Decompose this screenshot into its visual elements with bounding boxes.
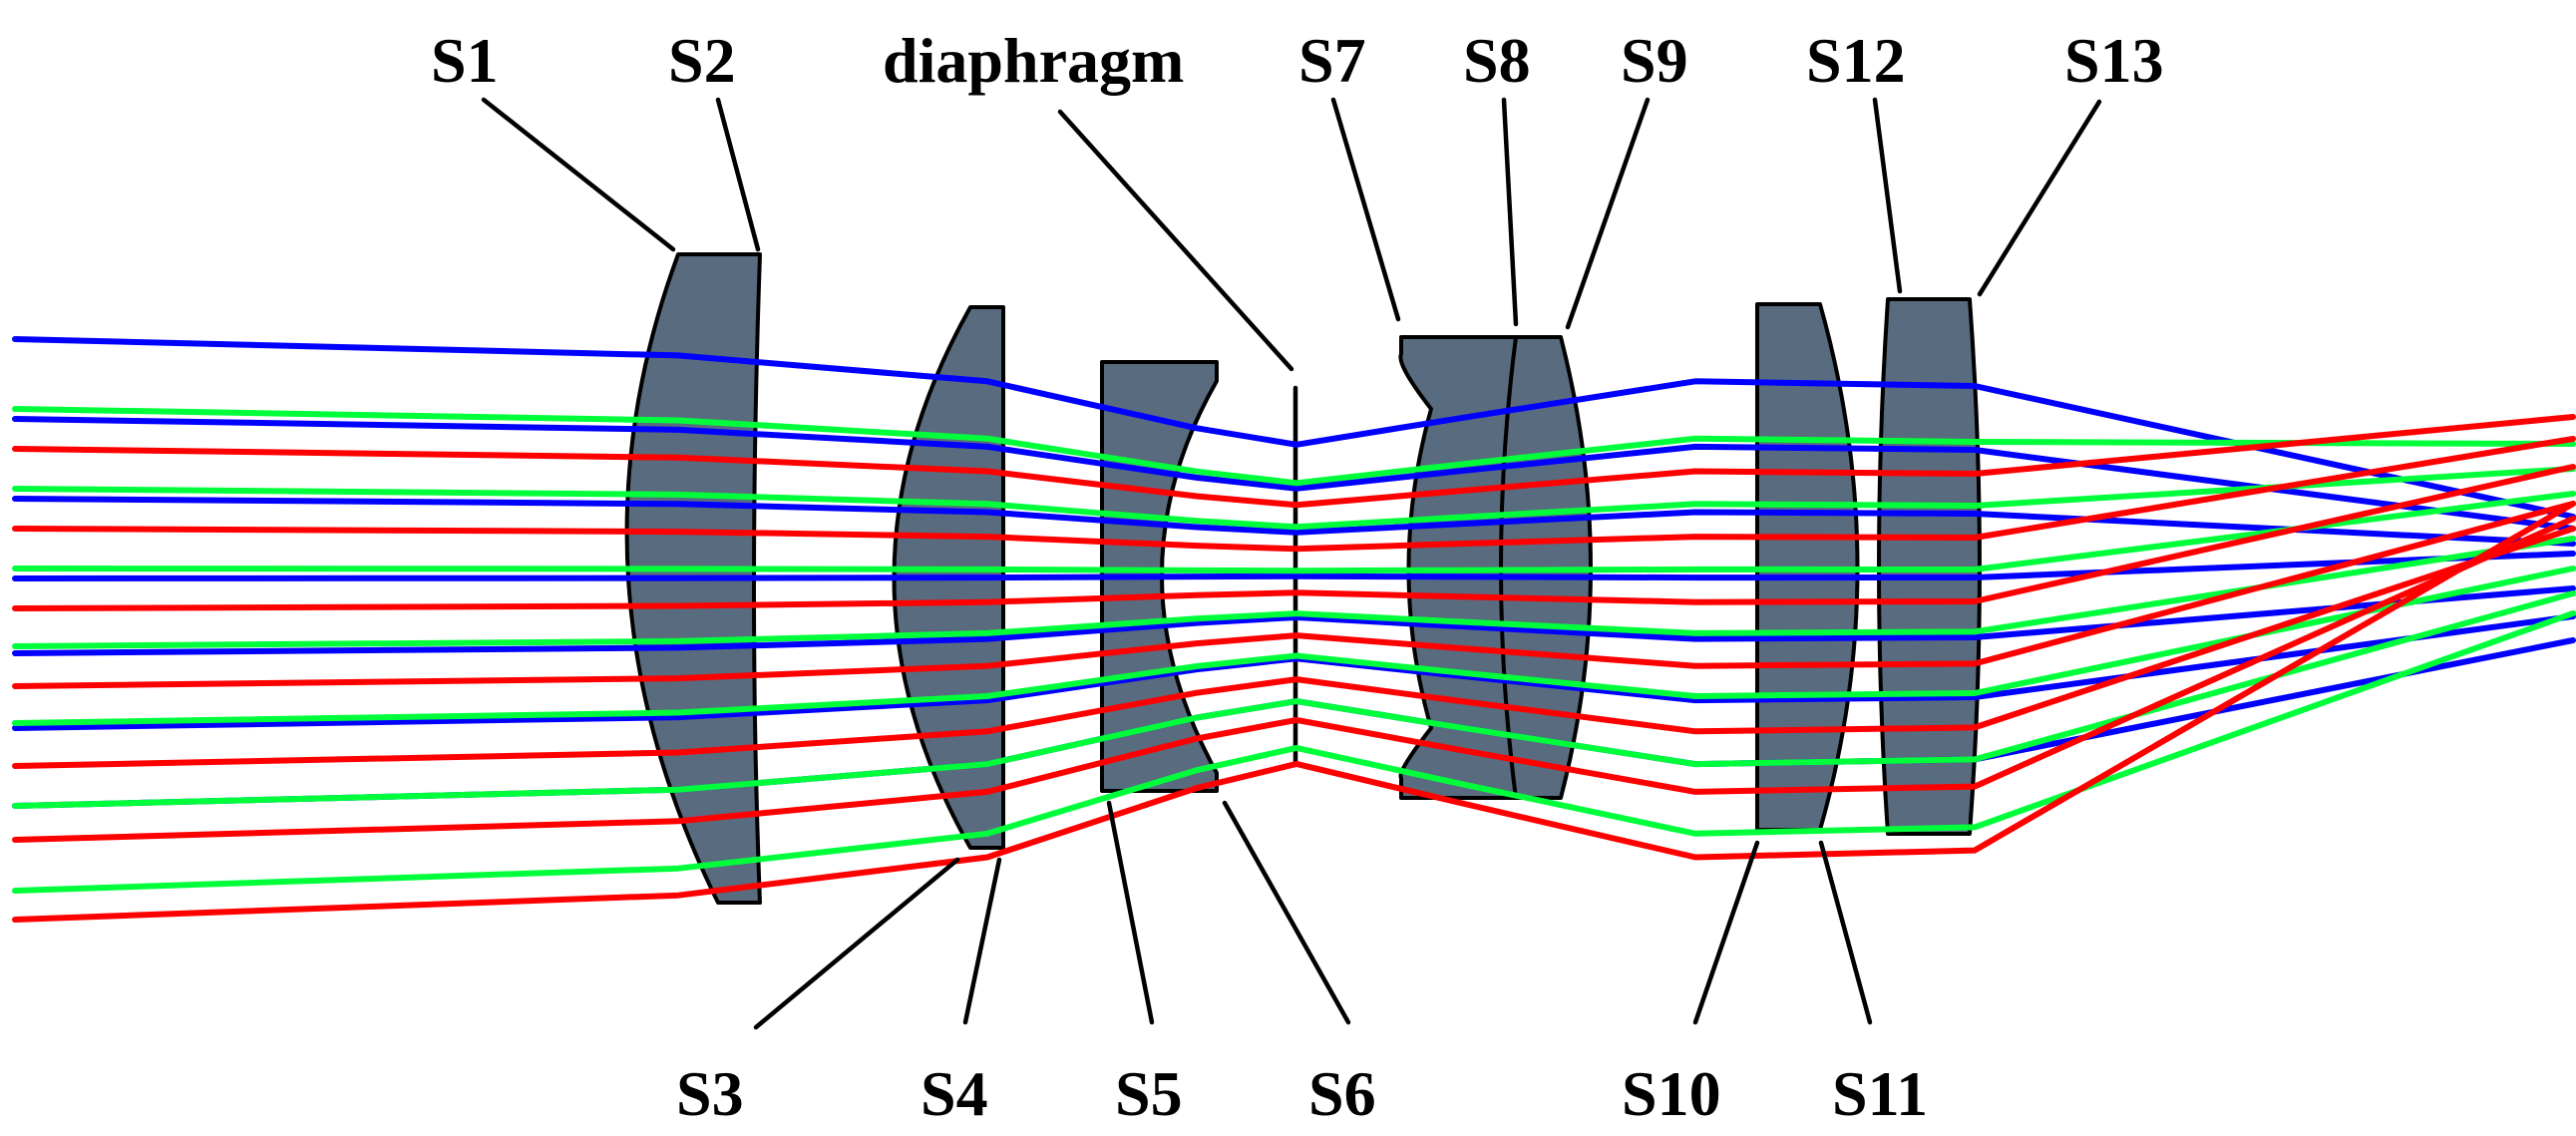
label-s4: S4	[920, 1058, 988, 1129]
ray-red-4	[12, 501, 2576, 689]
leader-s2	[715, 97, 761, 252]
label-s1: S1	[431, 25, 499, 96]
leader-lines	[481, 97, 2102, 1030]
leader-s8	[1501, 97, 1519, 327]
leader-s13	[1977, 99, 2102, 297]
surface-labels: S1 S2 diaphragm S7 S8 S9 S12 S13 S3 S4 S…	[431, 25, 2164, 1129]
ray-blue-2	[12, 416, 2576, 532]
label-s10: S10	[1622, 1058, 1721, 1129]
label-s9: S9	[1621, 25, 1688, 96]
leader-s12	[1872, 97, 1903, 294]
ray-green-6	[12, 590, 2576, 809]
label-s3: S3	[676, 1058, 744, 1129]
label-s13: S13	[2064, 25, 2164, 96]
leader-s3	[753, 857, 960, 1030]
label-s2: S2	[668, 25, 736, 96]
leader-diaphragm	[1057, 109, 1294, 372]
ray-red-6	[12, 516, 2576, 843]
ray-red-3	[12, 464, 2576, 611]
ray-red-1	[12, 414, 2576, 509]
label-diaphragm: diaphragm	[883, 25, 1184, 96]
leader-s5	[1106, 800, 1155, 1025]
ray-red-5	[12, 526, 2576, 769]
ray-blue-5	[12, 585, 2576, 656]
leader-s4	[962, 857, 1002, 1025]
leader-s9	[1565, 97, 1651, 330]
ray-red-2	[12, 436, 2576, 553]
label-s5: S5	[1115, 1058, 1183, 1129]
label-s7: S7	[1298, 25, 1366, 96]
label-s11: S11	[1832, 1058, 1928, 1129]
leader-s6	[1222, 800, 1351, 1025]
label-s8: S8	[1463, 25, 1531, 96]
leader-s1	[481, 97, 676, 252]
ray-blue-3	[12, 496, 2576, 547]
ray-green-5	[12, 566, 2576, 726]
ray-blue-1	[12, 336, 2576, 520]
ray-green-1	[12, 406, 2576, 487]
ray-green-4	[12, 536, 2576, 649]
ray-green-3	[12, 491, 2576, 574]
ray-red-7	[12, 501, 2576, 923]
leader-s11	[1818, 840, 1873, 1025]
ray-green-7	[12, 610, 2576, 894]
label-s6: S6	[1308, 1058, 1376, 1129]
leader-s10	[1692, 840, 1760, 1025]
leader-s7	[1330, 97, 1401, 322]
label-s12: S12	[1806, 25, 1906, 96]
ray-blue-4	[12, 551, 2576, 581]
ray-green-2	[12, 466, 2576, 531]
ray-group	[12, 336, 2576, 923]
